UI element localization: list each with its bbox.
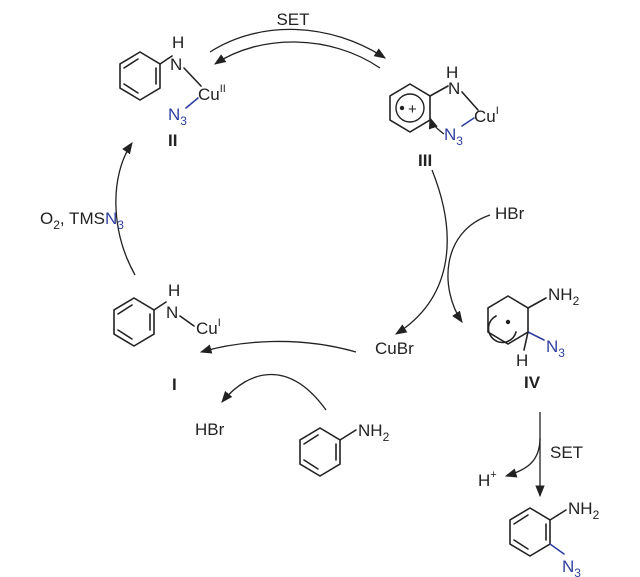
hbr-out-label: HBr [195, 420, 225, 439]
reagents-label: O2, TMSN3 [40, 209, 124, 232]
species-iii-electron-arrow [428, 116, 445, 135]
species-i-cu-oxidation: I [218, 317, 221, 329]
species-iii-label: III [418, 151, 432, 170]
species-ii-n3: N3 [168, 105, 187, 128]
species-iv-delocalized-arc [487, 315, 517, 344]
species-iv-nh2: NH2 [548, 285, 580, 308]
species-ii-cn-bond [159, 55, 173, 65]
aniline-benzene-ring [299, 427, 341, 477]
species-iv-c-h-bond [523, 331, 529, 351]
arrow-cubr-to-i [199, 340, 357, 354]
species-iii-n: N [448, 79, 460, 98]
reagent-azide-subscript: 3 [117, 218, 124, 232]
species-iv: NH2 N3 H IV [487, 285, 580, 392]
species-ii-n: N [170, 55, 182, 74]
species-iv-c-nh2-bond [527, 297, 547, 309]
species-ii-cu-n3-bond [185, 97, 199, 109]
species-iii-cu-symbol: Cu [474, 107, 496, 126]
h-plus-charge: + [490, 469, 496, 481]
arrow-to-h-plus [504, 437, 541, 478]
product-n3: N3 [562, 557, 581, 577]
species-iv-n3: N3 [546, 337, 565, 360]
species-iii: + H N CuI N3 III [389, 63, 499, 170]
hbr-in-label: HBr [495, 204, 525, 223]
species-i-cu-symbol: Cu [196, 319, 218, 338]
set-label-top: SET [276, 10, 309, 29]
species-iv-label: IV [524, 373, 541, 392]
set-label-bottom: SET [550, 443, 583, 462]
aniline-c-n-bond [339, 429, 357, 441]
species-iii-h: H [446, 63, 458, 82]
species-iii-cu: CuI [474, 105, 499, 126]
aniline-nh2: NH2 [358, 421, 390, 444]
species-i: H N CuI I [113, 281, 221, 394]
o2-subscript: 2 [53, 218, 60, 232]
aniline: NH2 [299, 421, 390, 477]
species-i-n-cu-bond [179, 315, 195, 327]
species-ii-h: H [172, 33, 184, 52]
species-iv-h: H [516, 351, 528, 370]
reagent-azide-n: N [105, 209, 117, 228]
species-iv-radical-dot [505, 319, 511, 325]
species-i-label: I [172, 375, 177, 394]
species-i-h: H [168, 281, 180, 300]
species-ii-cu-oxidation: II [220, 83, 226, 95]
species-iv-c-n3-bond [527, 331, 545, 341]
species-i-n: N [166, 303, 178, 322]
species-iii-aromatic-circle [395, 93, 425, 123]
product-c-n3-bond [549, 543, 565, 555]
species-ii-cu-symbol: Cu [198, 85, 220, 104]
cubr-label: CuBr [375, 339, 414, 358]
species-iii-radical-dot [399, 105, 405, 111]
product-nh2: NH2 [568, 499, 600, 522]
species-iii-n3: N3 [444, 125, 463, 148]
species-iii-plus: + [408, 101, 417, 118]
arrow-set-forward [209, 28, 386, 59]
arrow-hbr-to-iv [447, 214, 491, 323]
arrow-aniline-to-hbr [221, 374, 327, 411]
tms-text: , TMS [60, 209, 105, 228]
product-c-nh2-bond [549, 509, 567, 521]
species-iii-n-cu-bond [461, 91, 479, 111]
species-iii-cu-oxidation: I [496, 105, 499, 117]
species-ii-cu: CuII [198, 83, 226, 104]
species-ii-benzene-ring [119, 51, 161, 101]
arrow-iii-to-cubr [395, 169, 448, 335]
h-plus-symbol: H [478, 471, 490, 490]
species-i-benzene-ring [113, 297, 155, 347]
product-benzene-ring [509, 507, 551, 557]
species-ii-n-cu-bond [183, 67, 202, 87]
species-iii-cu-n3-bond [461, 117, 475, 127]
species-iii-cn-bond [429, 85, 449, 97]
species-i-cn-bond [153, 301, 167, 311]
species-ii: H N CuII N3 II [119, 33, 226, 150]
h-plus-label: H+ [478, 469, 497, 490]
arrow-set-reverse [214, 41, 381, 69]
o2-symbol: O [40, 209, 53, 228]
species-ii-label: II [168, 131, 177, 150]
species-i-cu: CuI [196, 317, 221, 338]
product-2-azidoaniline: NH2 N3 [509, 499, 600, 577]
arrow-i-to-ii [115, 142, 136, 276]
